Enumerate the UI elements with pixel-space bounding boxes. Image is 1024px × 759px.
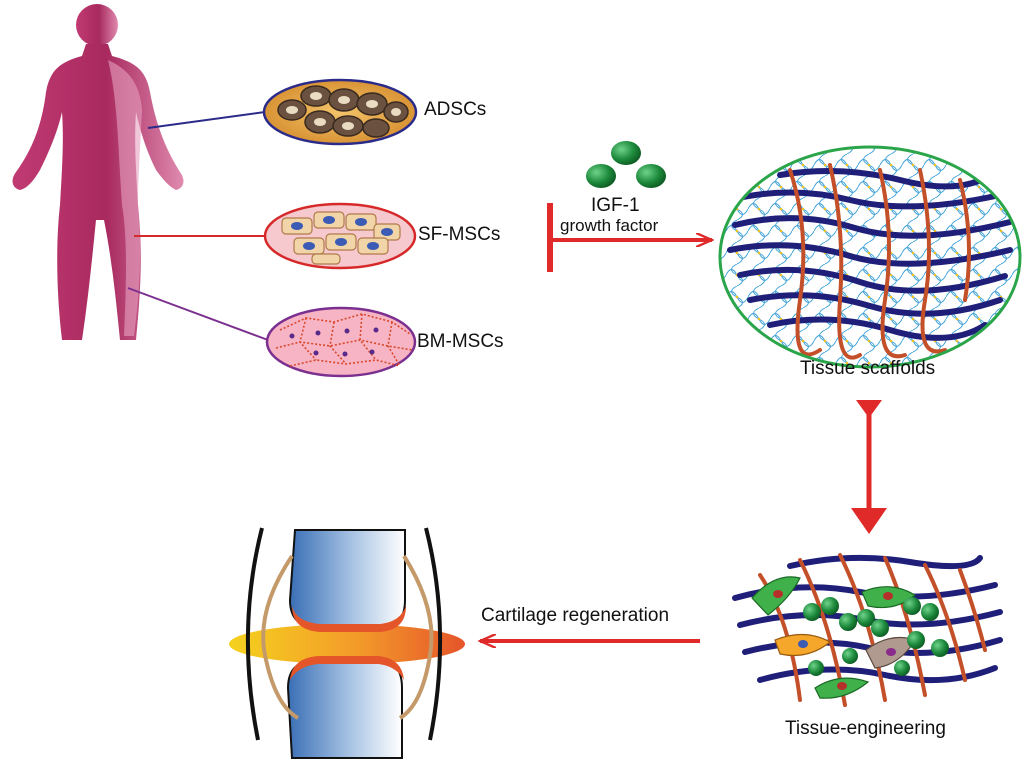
growth-factor-label: growth factor <box>560 216 659 235</box>
bm-mscs-label: BM-MSCs <box>417 331 504 352</box>
knee-joint-icon <box>229 527 465 759</box>
tissue-engineering-construct <box>732 553 1003 707</box>
growth-factor-molecule-icon <box>586 141 666 188</box>
igf-1-label: IGF-1 <box>591 195 640 216</box>
sf-mscs-cell-ellipse <box>263 202 417 270</box>
bm-mscs-cell-ellipse <box>265 306 417 378</box>
human-body-icon <box>12 4 184 340</box>
adscs-label: ADSCs <box>424 99 487 120</box>
sf-mscs-label: SF-MSCs <box>418 224 501 245</box>
tissue-engineering-label: Tissue-engineering <box>785 718 946 739</box>
adscs-cell-ellipse <box>262 78 418 146</box>
tissue-scaffold-ellipse <box>718 145 1022 369</box>
tissue-scaffolds-label: Tissue scaffolds <box>800 358 936 379</box>
down-arrow <box>851 400 887 534</box>
cartilage-regeneration-label: Cartilage regeneration <box>481 605 670 626</box>
bm-mscs-connector <box>127 287 269 341</box>
adscs-connector <box>147 111 266 129</box>
